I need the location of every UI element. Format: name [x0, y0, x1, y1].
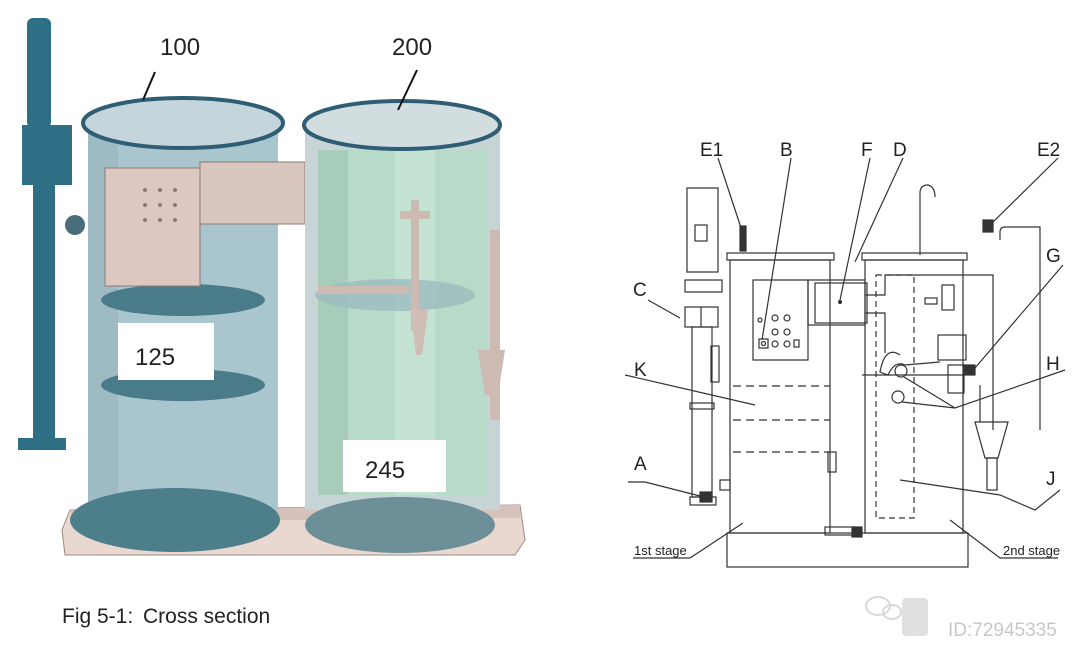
- figure-caption-title: Cross section: [143, 605, 271, 628]
- callout-200: 200: [392, 34, 432, 61]
- label-d: D: [893, 140, 907, 161]
- callout-245: 245: [365, 457, 405, 484]
- label-e1: E1: [700, 140, 723, 161]
- label-2nd-stage: 2nd stage: [1003, 543, 1060, 558]
- figure-caption-number: Fig 5-1:: [62, 605, 134, 628]
- watermark-logo: [865, 596, 928, 636]
- callout-box-125: [118, 323, 214, 380]
- label-b: B: [780, 140, 793, 161]
- cross-section-render: [18, 18, 526, 556]
- label-j: J: [1046, 469, 1056, 490]
- label-a: A: [634, 454, 647, 475]
- label-f: F: [861, 140, 873, 161]
- callout-100: 100: [160, 34, 200, 61]
- schematic-labels: E1 B F D E2 C G K H A J 1st stage 2nd st…: [633, 140, 1061, 558]
- label-1st-stage: 1st stage: [634, 543, 687, 558]
- label-g: G: [1046, 246, 1061, 267]
- control-box: [104, 167, 201, 287]
- watermark-id: ID:72945335: [948, 620, 1057, 641]
- label-e2: E2: [1037, 140, 1060, 161]
- label-k: K: [634, 360, 647, 381]
- callout-125: 125: [135, 344, 175, 371]
- label-h: H: [1046, 354, 1060, 375]
- label-c: C: [633, 280, 647, 301]
- callout-box-245: [343, 440, 446, 492]
- pump-column: [18, 18, 85, 450]
- schematic-drawing: [624, 157, 1066, 568]
